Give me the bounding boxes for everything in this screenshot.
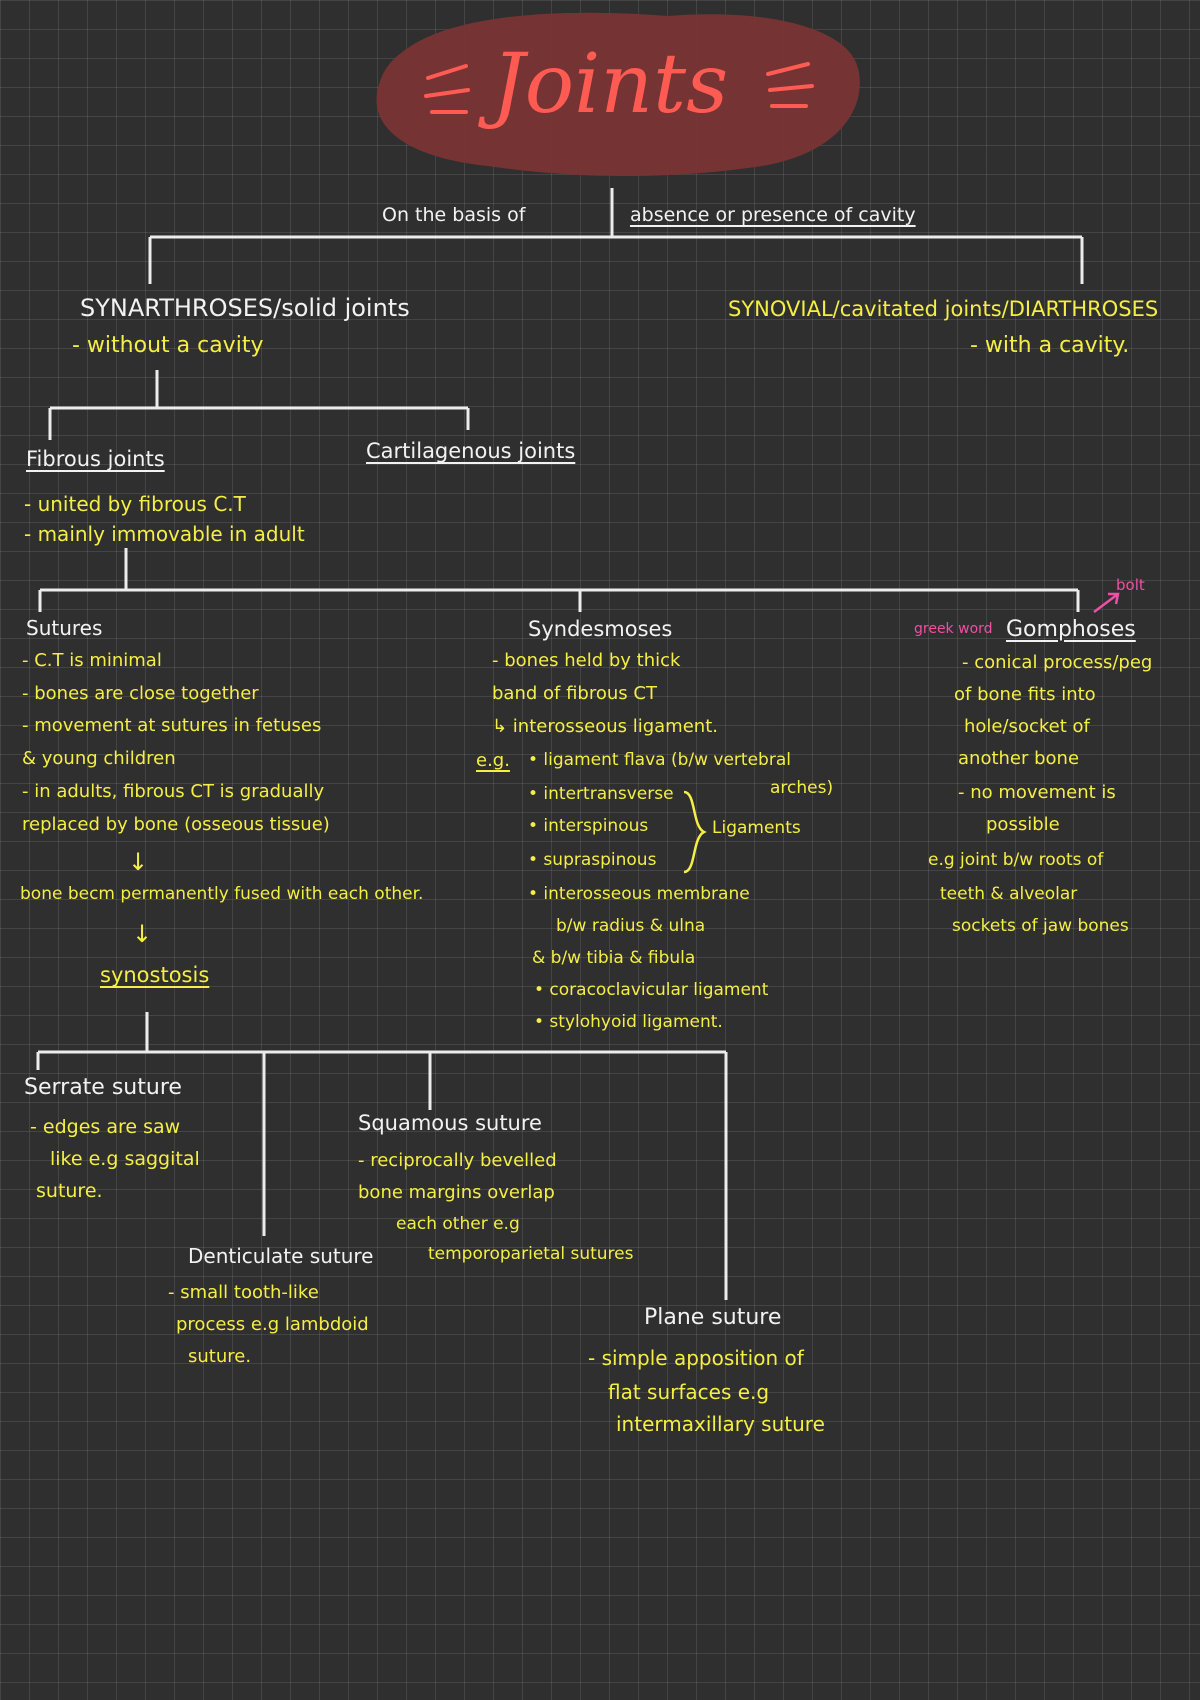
squamous-line: bone margins overlap xyxy=(358,1182,555,1203)
plane-line: - simple apposition of xyxy=(588,1346,804,1370)
sutures-line: - in adults, fibrous CT is gradually xyxy=(22,781,325,802)
sutures-fused-note: bone becm permanently fused with each ot… xyxy=(20,884,424,904)
syndesmoses-example: • supraspinous xyxy=(528,850,657,870)
page-title: Joints xyxy=(491,37,729,132)
syndesmoses-line: - bones held by thick xyxy=(492,650,681,671)
serrate-line: like e.g saggital xyxy=(50,1148,200,1170)
syndesmoses-example: • ligament flava (b/w vertebral xyxy=(528,750,791,770)
syndesmoses-line: band of fibrous CT xyxy=(492,683,657,704)
plane-suture-heading: Plane suture xyxy=(644,1305,782,1330)
fibrous-joints-heading: Fibrous joints xyxy=(26,447,165,471)
denticulate-suture-heading: Denticulate suture xyxy=(188,1244,374,1268)
plane-line: intermaxillary suture xyxy=(616,1412,825,1436)
fibrous-line: - mainly immovable in adult xyxy=(24,522,305,546)
serrate-line: suture. xyxy=(36,1180,103,1202)
squamous-line: - reciprocally bevelled xyxy=(358,1150,557,1171)
denticulate-line: - small tooth-like xyxy=(168,1282,319,1303)
fibrous-line: - united by fibrous C.T xyxy=(24,492,246,516)
sutures-line: - bones are close together xyxy=(22,683,259,704)
syndesmoses-eg-label: e.g. xyxy=(476,750,510,771)
sutures-line: - C.T is minimal xyxy=(22,650,162,671)
gomphoses-line: - no movement is xyxy=(958,782,1116,803)
syndesmoses-example: • stylohyoid ligament. xyxy=(534,1012,723,1032)
basis-label-right: absence or presence of cavity xyxy=(630,204,916,226)
arrow-down-icon: ↓ xyxy=(128,848,149,876)
brace-icon xyxy=(683,790,707,874)
sutures-line: replaced by bone (osseous tissue) xyxy=(22,814,330,835)
synarthroses-heading: SYNARTHROSES/solid joints xyxy=(80,294,410,322)
syndesmoses-example: b/w radius & ulna xyxy=(556,916,706,936)
cartilagenous-joints-heading: Cartilagenous joints xyxy=(366,439,576,463)
synovial-heading: SYNOVIAL/cavitated joints/DIARTHROSES xyxy=(728,297,1159,321)
squamous-line: each other e.g xyxy=(396,1214,520,1234)
gomphoses-line: hole/socket of xyxy=(964,716,1090,737)
gomphoses-line: sockets of jaw bones xyxy=(952,916,1129,936)
gomphoses-line: e.g joint b/w roots of xyxy=(928,850,1104,870)
syndesmoses-example: • interspinous xyxy=(528,816,649,836)
synarthroses-note: - without a cavity xyxy=(72,333,264,358)
sutures-line: - movement at sutures in fetuses xyxy=(22,715,322,736)
serrate-suture-heading: Serrate suture xyxy=(24,1075,182,1100)
syndesmoses-heading: Syndesmoses xyxy=(528,617,673,641)
gomphoses-line: teeth & alveolar xyxy=(940,884,1078,904)
plane-line: flat surfaces e.g xyxy=(608,1380,770,1404)
syndesmoses-example: arches) xyxy=(770,778,834,798)
ligaments-label: Ligaments xyxy=(712,818,801,838)
syndesmoses-example: • intertransverse xyxy=(528,784,674,804)
denticulate-line: suture. xyxy=(188,1346,252,1367)
syndesmoses-example: • interosseous membrane xyxy=(528,884,750,904)
title-highlight-blob xyxy=(376,12,860,177)
basis-label-left: On the basis of xyxy=(382,204,526,226)
gomphoses-line: of bone fits into xyxy=(954,684,1096,705)
synovial-note: - with a cavity. xyxy=(970,333,1130,358)
denticulate-line: process e.g lambdoid xyxy=(176,1314,369,1335)
syndesmoses-example: • coracoclavicular ligament xyxy=(534,980,769,1000)
syndesmoses-example: & b/w tibia & fibula xyxy=(532,948,696,968)
synostosis-label: synostosis xyxy=(100,963,210,987)
serrate-line: - edges are saw xyxy=(30,1116,181,1138)
bolt-note: bolt xyxy=(1116,576,1145,594)
squamous-line: temporoparietal sutures xyxy=(428,1244,634,1264)
arrow-down-icon: ↓ xyxy=(132,920,153,948)
gomphoses-heading: Gomphoses xyxy=(1006,617,1136,642)
arrow-up-right-icon xyxy=(1093,592,1120,613)
gomphoses-line: - conical process/peg xyxy=(962,652,1153,673)
sutures-line: & young children xyxy=(22,748,176,769)
gomphoses-line: possible xyxy=(986,814,1060,835)
squamous-suture-heading: Squamous suture xyxy=(358,1111,542,1135)
gomphoses-line: another bone xyxy=(958,748,1080,769)
sutures-heading: Sutures xyxy=(26,616,103,640)
greek-word-note: greek word xyxy=(914,621,993,637)
syndesmoses-line: ↳ interosseous ligament. xyxy=(492,716,718,737)
